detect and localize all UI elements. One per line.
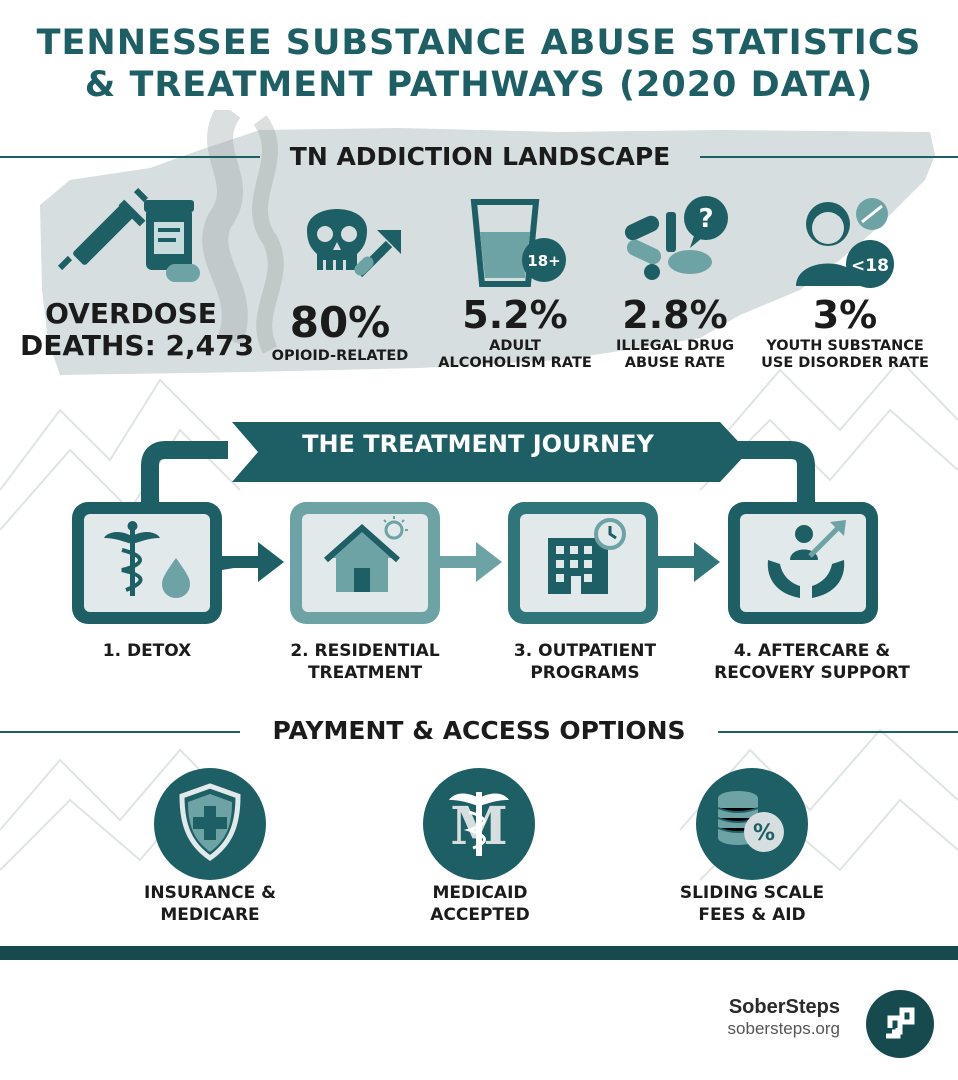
skull-arrow-icon	[307, 209, 401, 278]
syringe-pill-icon	[58, 188, 200, 282]
stat-alcohol-value: 5.2%	[462, 293, 568, 337]
stat-alcohol-label: ADULT ALCOHOLISM RATE	[430, 338, 600, 372]
stat-opioid-label: OPIOID-RELATED	[271, 348, 409, 364]
title-line-2: & TREATMENT PATHWAYS (2020 DATA)	[84, 65, 874, 105]
pay-3-line1: SLIDING SCALE	[679, 883, 825, 903]
stat-drug-value: 2.8%	[622, 293, 728, 337]
stat-drug-label: ILLEGAL DRUG ABUSE RATE	[600, 338, 750, 372]
glass-icon: 18+	[470, 199, 566, 287]
step-2-line2: TREATMENT	[307, 663, 423, 683]
divider-right	[700, 156, 958, 158]
hands-person-icon	[767, 520, 846, 598]
brand-url[interactable]: sobersteps.org	[727, 1019, 840, 1038]
pills-icon: ?	[624, 196, 728, 280]
brand-logo-icon	[866, 990, 934, 1058]
step-3-line1: 3. OUTPATIENT	[513, 641, 657, 661]
payment-medicaid-label: MEDICAID ACCEPTED	[380, 882, 580, 926]
brand-name: SoberSteps	[728, 996, 840, 1018]
youth-badge: <18	[851, 256, 889, 276]
pay-1-line1: INSURANCE &	[144, 883, 276, 903]
footer-band	[0, 946, 958, 960]
divider-left-2	[0, 731, 240, 733]
divider-right-2	[718, 731, 958, 733]
step-3-line2: PROGRAMS	[530, 663, 640, 683]
journey-banner-shape	[232, 422, 748, 482]
journey-heading: THE TREATMENT JOURNEY	[302, 430, 654, 458]
stat-youth-label: YOUTH SUBSTANCE USE DISORDER RATE	[750, 338, 940, 372]
step-residential-label: 2. RESIDENTIAL TREATMENT	[260, 640, 470, 684]
building-clock-icon	[548, 518, 626, 594]
house-sun-icon	[324, 516, 408, 592]
smoke-wisp	[202, 110, 248, 345]
stat-youth-label-1: YOUTH SUBSTANCE	[766, 338, 924, 354]
coins-mark: %	[753, 821, 775, 846]
step-aftercare-label: 4. AFTERCARE & RECOVERY SUPPORT	[692, 640, 932, 684]
brand-block: SoberSteps sobersteps.org	[640, 996, 840, 1039]
payment-heading: PAYMENT & ACCESS OPTIONS	[272, 716, 686, 745]
coins-percent-icon: %	[696, 768, 808, 880]
pills-badge: ?	[698, 204, 713, 234]
stat-alcohol-label-2: ALCOHOLISM RATE	[438, 355, 592, 371]
step-outpatient-label: 3. OUTPATIENT PROGRAMS	[480, 640, 690, 684]
step-2-line1: 2. RESIDENTIAL	[290, 641, 440, 661]
pay-3-line2: FEES & AID	[698, 905, 806, 925]
divider-left	[0, 156, 260, 158]
payment-sliding-label: SLIDING SCALE FEES & AID	[652, 882, 852, 926]
step-4-line2: RECOVERY SUPPORT	[714, 663, 910, 683]
pay-2-line1: MEDICAID	[432, 883, 528, 903]
medicaid-caduceus-icon: M	[423, 768, 535, 880]
stat-youth-value: 3%	[812, 293, 878, 337]
stat-drug-label-2: ABUSE RATE	[624, 355, 726, 371]
payment-insurance-label: INSURANCE & MEDICARE	[110, 882, 310, 926]
stat-alcohol-label-1: ADULT	[489, 338, 541, 354]
shield-cross-icon	[154, 768, 266, 880]
smoke-wisp-2	[252, 115, 284, 354]
stat-opioid-value: 80%	[289, 298, 391, 347]
glass-badge: 18+	[527, 252, 560, 270]
stat-drug-label-1: ILLEGAL DRUG	[615, 338, 735, 354]
step-1-line1: 1. DETOX	[102, 641, 192, 661]
pay-2-line2: ACCEPTED	[430, 905, 530, 925]
youth-icon: <18	[796, 198, 894, 288]
stat-youth-label-2: USE DISORDER RATE	[761, 355, 929, 371]
caduceus-drop-icon	[104, 521, 190, 598]
page-title: TENNESSEE SUBSTANCE ABUSE STATISTICS & T…	[0, 22, 958, 106]
pay-1-line2: MEDICARE	[160, 905, 260, 925]
stat-overdose-line2: DEATHS: 2,473	[20, 329, 255, 362]
title-line-1: TENNESSEE SUBSTANCE ABUSE STATISTICS	[36, 23, 922, 63]
step-detox-label: 1. DETOX	[72, 640, 222, 662]
stat-overdose: OVERDOSE DEATHS: 2,473	[20, 297, 255, 362]
step-4-line1: 4. AFTERCARE &	[733, 641, 891, 661]
stat-overdose-line1: OVERDOSE	[45, 297, 217, 330]
landscape-heading: TN ADDICTION LANDSCAPE	[289, 142, 671, 171]
